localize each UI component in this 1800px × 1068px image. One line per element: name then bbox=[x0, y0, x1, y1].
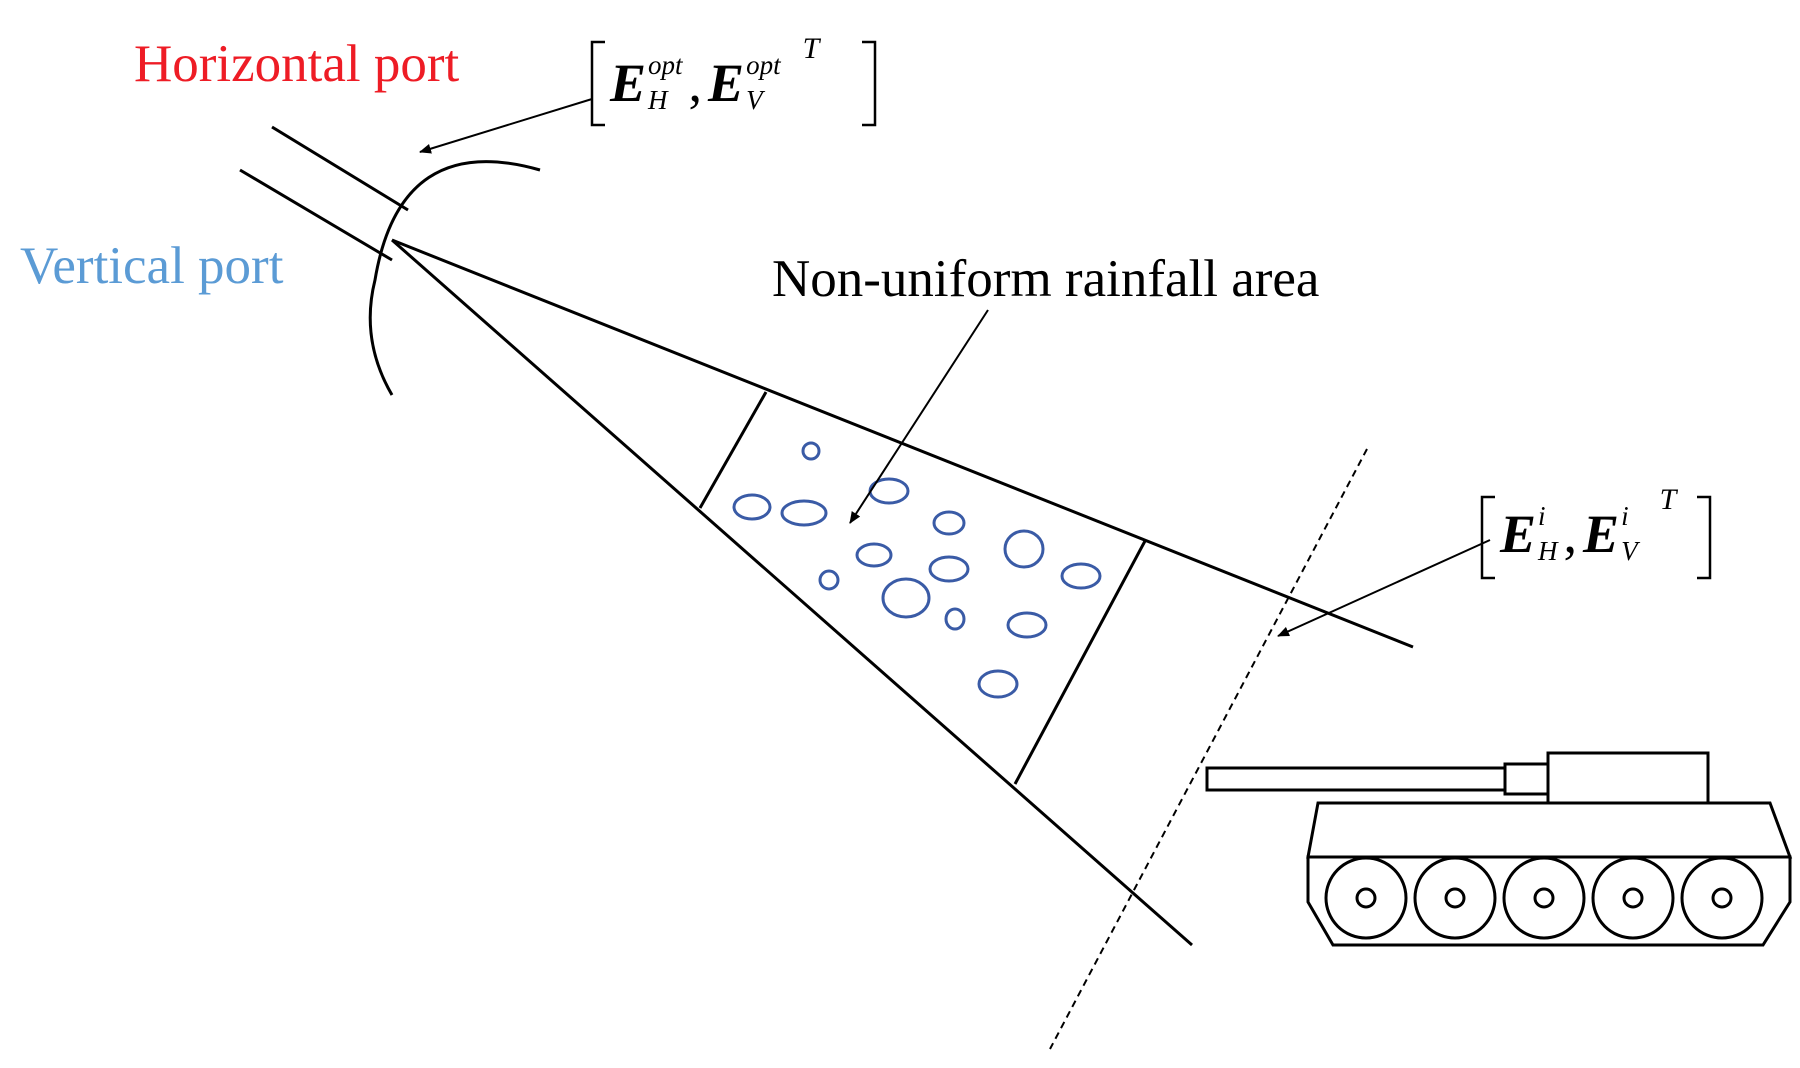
raindrop bbox=[881, 577, 931, 619]
horizontal-port-label: Horizontal port bbox=[134, 35, 460, 93]
raindrop bbox=[780, 499, 828, 527]
tank-turret bbox=[1546, 751, 1710, 805]
arrow-to-rainfall-area bbox=[849, 309, 989, 524]
vector-superscript: i bbox=[1621, 501, 1629, 531]
vector-subscript-h: H bbox=[1538, 536, 1558, 566]
parabolic-reflector-icon bbox=[368, 160, 541, 396]
raindrop bbox=[732, 493, 772, 521]
arrow-to-horizontal-port bbox=[419, 98, 593, 154]
optimal-polarization-vector: E opt H , E opt V T bbox=[610, 32, 819, 115]
vector-symbol: E bbox=[1583, 504, 1620, 564]
vector-separator: , bbox=[1563, 504, 1578, 564]
tank-upper-hull bbox=[1306, 801, 1793, 859]
vector-superscript: opt bbox=[746, 50, 781, 80]
tank-wheel-hub bbox=[1444, 887, 1466, 909]
raindrop bbox=[944, 607, 966, 631]
vector-subscript-h: H bbox=[648, 85, 668, 115]
vertical-port-label: Vertical port bbox=[20, 237, 284, 295]
raindrop bbox=[932, 510, 966, 536]
tank-wheel-hub bbox=[1533, 887, 1555, 909]
transpose-mark: T bbox=[802, 32, 820, 65]
tank-barrel bbox=[1205, 766, 1509, 792]
raindrop bbox=[1003, 529, 1045, 569]
raindrop bbox=[818, 569, 840, 591]
rain-region-far-boundary bbox=[1013, 540, 1147, 785]
tank-wheel-hub bbox=[1711, 887, 1733, 909]
tank-wheel-hub bbox=[1355, 887, 1377, 909]
transpose-mark: T bbox=[1659, 483, 1677, 516]
vector-symbol: E bbox=[610, 53, 647, 113]
incident-field-vector: E i H , E i V T bbox=[1500, 483, 1676, 566]
vector-subscript-v: V bbox=[746, 85, 763, 115]
vector-symbol: E bbox=[1500, 504, 1537, 564]
vector-superscript: i bbox=[1538, 501, 1546, 531]
vector-incident-brackets bbox=[1480, 495, 1712, 580]
raindrops bbox=[732, 441, 1102, 699]
beam-lower-edge bbox=[391, 238, 1193, 947]
raindrop bbox=[1060, 562, 1102, 590]
tank-wheel-hub bbox=[1622, 887, 1644, 909]
raindrop bbox=[801, 441, 821, 461]
rain-region-near-boundary bbox=[698, 391, 768, 509]
vector-opt-brackets bbox=[590, 40, 877, 127]
raindrop bbox=[855, 542, 893, 568]
raindrop bbox=[1006, 611, 1048, 639]
rainfall-area-label: Non-uniform rainfall area bbox=[772, 250, 1320, 308]
tank-icon bbox=[1205, 751, 1793, 947]
arrow-to-incident-wave bbox=[1277, 539, 1491, 637]
incident-wavefront-dashed-line bbox=[1049, 448, 1368, 1050]
vector-separator: , bbox=[688, 53, 703, 113]
vector-superscript: opt bbox=[648, 50, 683, 80]
horizontal-port-line bbox=[271, 125, 409, 212]
raindrop bbox=[977, 669, 1019, 699]
vector-symbol: E bbox=[708, 53, 745, 113]
vector-subscript-v: V bbox=[1621, 536, 1638, 566]
vertical-port-line bbox=[239, 168, 393, 262]
raindrop bbox=[928, 555, 970, 583]
tank-barrel-collar bbox=[1503, 762, 1551, 796]
